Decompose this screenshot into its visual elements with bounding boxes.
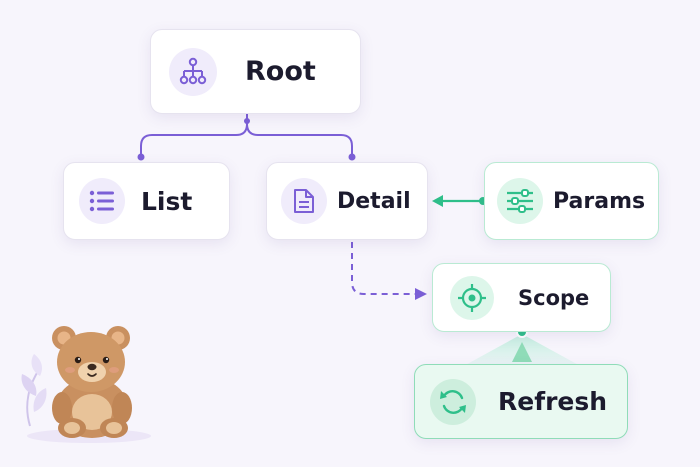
hierarchy-icon <box>169 47 217 96</box>
teddy-bear-illustration <box>21 326 151 443</box>
list-icon <box>79 178 125 224</box>
document-icon <box>281 178 327 224</box>
node-root[interactable]: Root <box>150 29 361 114</box>
node-refresh-label: Refresh <box>498 387 608 416</box>
node-detail-label: Detail <box>337 188 411 214</box>
edge-root-dot <box>244 118 250 124</box>
target-icon <box>450 275 494 320</box>
edge-scope-refresh-arrowhead <box>512 342 532 362</box>
sliders-icon <box>497 178 543 224</box>
edge-detail-scope <box>351 242 416 295</box>
node-scope[interactable]: Scope <box>432 263 611 332</box>
edge-params-detail-arrowhead <box>432 195 443 207</box>
edge-root-list-dot <box>137 153 145 161</box>
node-detail[interactable]: Detail <box>266 162 428 240</box>
node-list-label: List <box>141 186 193 216</box>
refresh-icon <box>430 378 476 425</box>
node-params-label: Params <box>553 188 646 214</box>
edge-root-children <box>140 114 353 156</box>
node-params[interactable]: Params <box>484 162 659 240</box>
node-scope-label: Scope <box>518 285 590 310</box>
node-refresh[interactable]: Refresh <box>414 364 628 439</box>
node-root-label: Root <box>245 56 316 87</box>
edge-root-detail-dot <box>348 153 356 161</box>
node-list[interactable]: List <box>63 162 230 240</box>
edge-detail-scope-arrowhead <box>415 288 427 300</box>
